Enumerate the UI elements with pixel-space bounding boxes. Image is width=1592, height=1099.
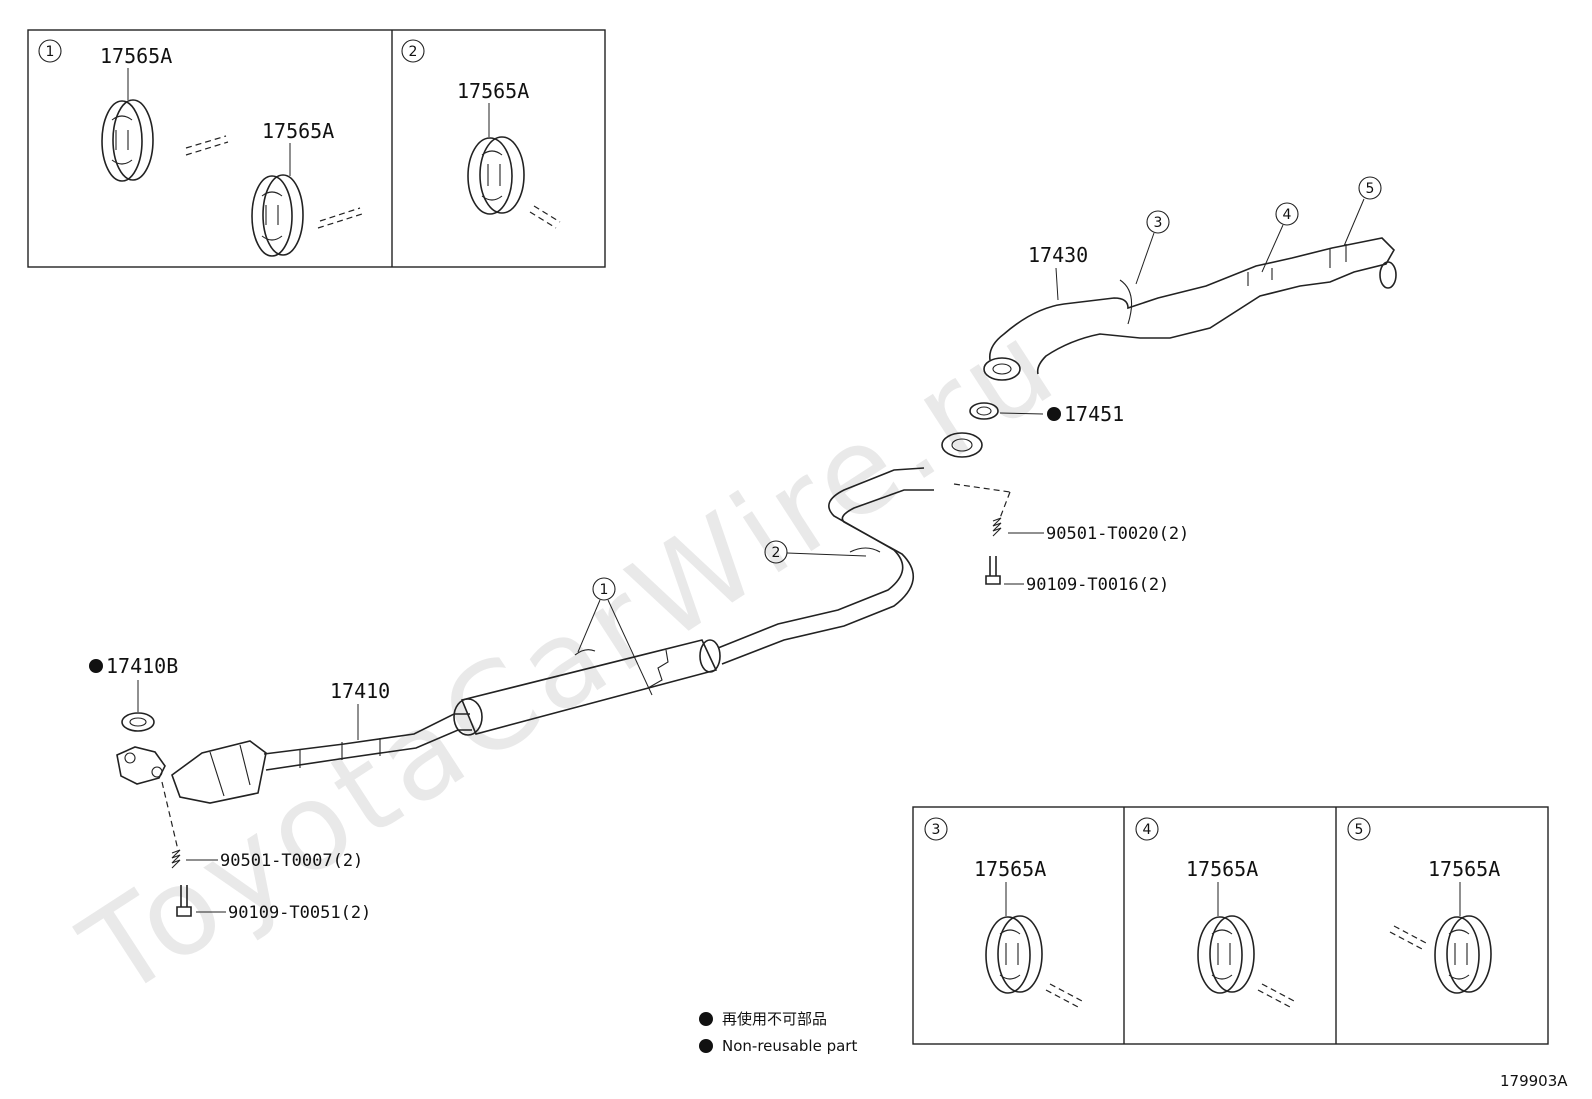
- inset-5-number: 5: [1355, 822, 1364, 838]
- non-reusable-dot-icon: [89, 659, 103, 673]
- mid-flange: [941, 432, 983, 458]
- legend-jp: 再使用不可部品: [722, 1010, 827, 1028]
- inset-4-number: 4: [1143, 822, 1152, 838]
- rubber-hanger-icon: [101, 99, 154, 182]
- rubber-hanger-icon: [467, 136, 525, 215]
- hanger-bracket-2: [849, 547, 881, 553]
- label-90109-t0051: 90109-T0051(2): [228, 903, 371, 923]
- inset-top: 1 17565A 17565A 2 17565A: [27, 29, 606, 268]
- exhaust-tail-assembly: [983, 237, 1397, 381]
- callout-4: 4: [1261, 202, 1299, 273]
- fasteners-front: [161, 781, 226, 917]
- inset-bottom: 3 17565A 4 17565A: [912, 806, 1549, 1045]
- bolt-icon: [985, 556, 1001, 585]
- inset-4: 4 17565A: [1135, 817, 1297, 1009]
- inset-1-label-a: 17565A: [100, 44, 172, 68]
- catalytic-converter: [171, 740, 267, 804]
- legend-dot-icon: [699, 1039, 713, 1053]
- bolt-icon: [176, 885, 192, 917]
- gasket-17410b: [121, 712, 155, 732]
- callout-1: 1: [577, 577, 653, 696]
- label-17451: 17451: [1047, 402, 1124, 426]
- callout-5: 5: [1343, 176, 1382, 247]
- inset-2-number: 2: [409, 44, 418, 60]
- svg-text:17410B: 17410B: [106, 654, 178, 678]
- svg-text:17410: 17410: [330, 679, 390, 703]
- spring-icon: [171, 849, 181, 869]
- non-reusable-dot-icon: [1047, 407, 1061, 421]
- inset-1-label-b: 17565A: [262, 119, 334, 143]
- inset-3-number: 3: [932, 822, 941, 838]
- inset-5: 5 17565A: [1347, 817, 1500, 994]
- exhaust-front-assembly: [116, 432, 983, 804]
- hanger-bracket: [574, 649, 669, 689]
- legend-dot-icon: [699, 1012, 713, 1026]
- svg-text:4: 4: [1283, 207, 1292, 223]
- inset-3-label: 17565A: [974, 857, 1046, 881]
- svg-text:3: 3: [1154, 215, 1163, 231]
- label-17410b: 17410B: [89, 654, 178, 712]
- inset-2: 2 17565A: [401, 39, 561, 229]
- label-90501-t0020: 90501-T0020(2): [1046, 524, 1189, 544]
- svg-text:2: 2: [772, 545, 781, 561]
- label-90501-t0007: 90501-T0007(2): [220, 851, 363, 871]
- svg-text:5: 5: [1366, 181, 1375, 197]
- inset-2-label: 17565A: [457, 79, 529, 103]
- rubber-hanger-icon: [1434, 915, 1492, 994]
- inset-4-label: 17565A: [1186, 857, 1258, 881]
- tail-flange: [983, 357, 1021, 381]
- label-17410: 17410: [330, 679, 390, 740]
- label-90109-t0016: 90109-T0016(2): [1026, 575, 1169, 595]
- rubber-hanger-icon: [1197, 915, 1255, 994]
- fasteners-rear: [953, 483, 1044, 585]
- inset-5-label: 17565A: [1428, 857, 1500, 881]
- drawing-id: 179903A: [1500, 1072, 1568, 1090]
- spring-icon: [992, 517, 1002, 537]
- legend-en: Non-reusable part: [722, 1037, 857, 1055]
- callout-2: 2: [764, 540, 867, 564]
- label-17430: 17430: [1028, 243, 1088, 301]
- svg-text:1: 1: [600, 582, 609, 598]
- watermark: ToyotaCarWire.ru: [59, 294, 1081, 1025]
- inset-3: 3 17565A: [924, 817, 1085, 1009]
- svg-text:17430: 17430: [1028, 243, 1088, 267]
- inset-1-number: 1: [46, 44, 55, 60]
- gasket-17451: [969, 402, 1044, 420]
- legend: 再使用不可部品 Non-reusable part: [699, 1010, 857, 1055]
- svg-text:17451: 17451: [1064, 402, 1124, 426]
- inset-1: 1 17565A 17565A: [38, 39, 363, 257]
- rubber-hanger-icon: [251, 174, 304, 257]
- rubber-hanger-icon: [985, 915, 1043, 994]
- front-flange: [116, 746, 166, 785]
- callout-3: 3: [1135, 210, 1170, 285]
